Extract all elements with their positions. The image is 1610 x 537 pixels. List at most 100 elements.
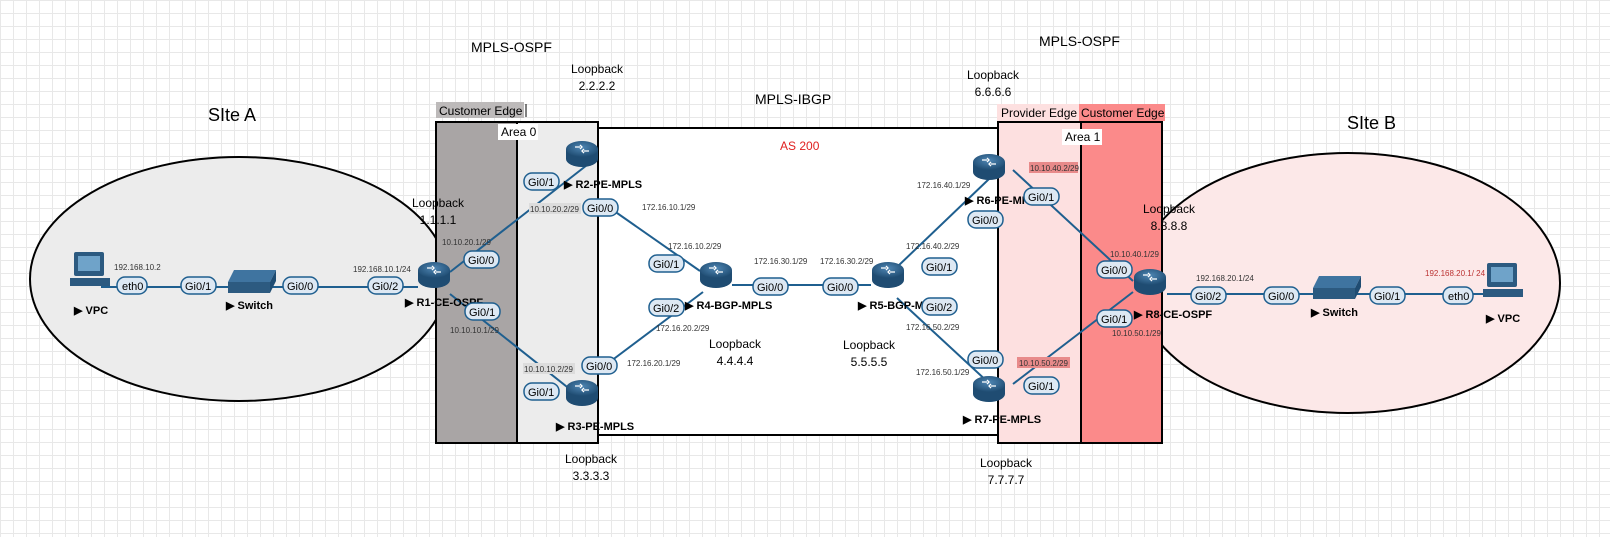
port-sw-a-gi00[interactable]: Gi0/0 [282,276,319,295]
port-r3-gi00[interactable]: Gi0/0 [581,356,618,375]
router-r8-top [1134,269,1166,285]
port-r5-gi01[interactable]: Gi0/1 [921,257,958,276]
loopback-r4-ip: 4.4.4.4 [717,354,754,368]
port-r7-gi00[interactable]: Gi0/0 [967,350,1004,369]
port-r4-gi00[interactable]: Gi0/0 [752,277,789,296]
port-r1-gi02[interactable]: Gi0/2 [367,276,404,295]
port-r2-gi01[interactable]: Gi0/1 [523,172,560,191]
port-r7-gi01[interactable]: Gi0/1 [1023,376,1060,395]
loopback-r1-title: Loopback [412,196,465,210]
router-r4-arrows [709,265,723,275]
ip-r1-lan: 192.168.10.1/24 [353,265,411,274]
mpls-ospf-right-title: MPLS-OSPF [1039,33,1120,49]
link-r3-r4[interactable] [602,291,704,368]
port-r6-gi01-label: Gi0/1 [1028,192,1054,204]
router-r7[interactable] [973,376,1005,402]
port-r3-gi01[interactable]: Gi0/1 [523,382,560,401]
router-r7-top [973,376,1005,392]
port-sw-b-gi01[interactable]: Gi0/1 [1369,286,1406,305]
port-r8-gi01-label: Gi0/1 [1101,314,1127,326]
loopback-labels: Loopback 1.1.1.1 Loopback 2.2.2.2 Loopba… [412,62,1196,487]
switch-b[interactable] [1313,276,1361,299]
router-r2-top [566,141,598,157]
port-r6-gi00[interactable]: Gi0/0 [967,210,1004,229]
router-r4[interactable] [700,262,732,288]
customer-edge-left-label: Customer Edge [439,104,523,118]
ip-r2-to-r4: 172.16.10.1/29 [642,203,696,212]
router-r2[interactable] [566,141,598,167]
port-r4-gi02[interactable]: Gi0/2 [648,298,685,317]
customer-edge-right-tag [1079,104,1165,121]
ip-labels: 192.168.10.1/24 10.10.20.1/29 10.10.10.1… [353,162,1254,377]
customer-edge-left-tag [436,102,524,118]
mpls-ospf-left-title: MPLS-OSPF [471,39,552,55]
switch-b-side [1355,276,1361,299]
ip-r8-to-r7: 10.10.50.1/29 [1112,329,1161,338]
vpc-b[interactable] [1483,263,1523,297]
vpc-a[interactable] [70,252,110,286]
ip-r2-to-r1: 10.10.20.2/29 [530,205,579,214]
loopback-r2-title: Loopback [571,62,624,76]
area1-tag [1062,129,1102,145]
switch-a-side [270,270,276,293]
switch-a[interactable] [228,270,276,293]
loopback-r8-title: Loopback [1143,202,1196,216]
provider-edge-label: Provider Edge [1001,106,1077,120]
port-sw-b-gi01-label: Gi0/1 [1374,291,1400,303]
router-r2-name: ▶ R2-PE-MPLS [563,179,642,191]
port-sw-a-gi01[interactable]: Gi0/1 [180,276,217,295]
router-r6[interactable] [973,154,1005,180]
port-pills: eth0 Gi0/1 Gi0/0 Gi0/2 Gi0/0 Gi0/1 Gi0/1… [116,172,1474,401]
port-vpc-a-eth0-label: eth0 [122,281,143,293]
router-r3[interactable] [566,380,598,406]
link-r5-r7[interactable] [896,297,991,385]
switch-a-name: ▶ Switch [225,300,273,312]
router-r4-top [700,262,732,278]
router-r8[interactable] [1134,269,1166,295]
site-b-title: SIte B [1347,113,1396,133]
port-sw-b-gi00[interactable]: Gi0/0 [1263,286,1300,305]
ip-r8-lan: 192.168.20.1/24 [1196,274,1254,283]
loopback-r4-title: Loopback [709,337,762,351]
port-r1-gi01[interactable]: Gi0/1 [464,302,501,321]
port-r4-gi01[interactable]: Gi0/1 [648,254,685,273]
router-r7-name: ▶ R7-PE-MPLS [962,414,1041,426]
port-r5-gi01-label: Gi0/1 [926,262,952,274]
port-r1-gi00[interactable]: Gi0/0 [463,250,500,269]
ip-r1-to-r3: 10.10.10.1/29 [450,326,499,335]
port-r1-gi02-label: Gi0/2 [372,281,398,293]
ip-r2-to-r1-bg [529,203,581,214]
port-r8-gi01[interactable]: Gi0/1 [1096,309,1133,328]
ip-r7-up: 172.16.50.1/29 [916,368,970,377]
router-r6-top [973,154,1005,170]
loopback-r3-ip: 3.3.3.3 [573,469,610,483]
port-sw-b-gi00-label: Gi0/0 [1268,291,1294,303]
ip-r5-to-r6: 172.16.40.2/29 [906,242,960,251]
port-r6-gi01[interactable]: Gi0/1 [1023,187,1060,206]
port-r5-gi00[interactable]: Gi0/0 [822,277,859,296]
port-vpc-b-eth0-label: eth0 [1448,291,1469,303]
link-r5-r6[interactable] [896,178,990,268]
port-r2-gi00[interactable]: Gi0/0 [582,198,619,217]
area1-label: Area 1 [1065,130,1101,144]
link-r7-r8[interactable] [1012,291,1134,385]
ip-r3-to-r4: 172.16.20.1/29 [627,359,681,368]
port-vpc-a-eth0[interactable]: eth0 [116,276,148,295]
area0-tag [498,124,538,140]
link-r2-r4[interactable] [606,205,701,272]
port-r5-gi02[interactable]: Gi0/2 [921,297,958,316]
router-r5[interactable] [872,262,904,288]
provider-edge-tag [997,104,1079,121]
router-r1[interactable] [418,262,450,288]
port-r8-gi02[interactable]: Gi0/2 [1190,286,1227,305]
ip-r6-to-r8-bg [1029,162,1078,173]
vpc-b-base [1483,289,1523,297]
customer-edge-right-label: Customer Edge [1081,106,1165,120]
port-r4-gi02-label: Gi0/2 [653,303,679,315]
port-r8-gi00[interactable]: Gi0/0 [1096,260,1133,279]
ip-r4-to-r3: 172.16.20.2/29 [656,324,710,333]
port-vpc-b-eth0[interactable]: eth0 [1442,286,1474,305]
ip-r7-to-r8: 10.10.50.2/29 [1019,359,1068,368]
router-r8-name: ▶ R8-CE-OSPF [1133,309,1212,321]
port-r7-gi00-label: Gi0/0 [972,355,998,367]
